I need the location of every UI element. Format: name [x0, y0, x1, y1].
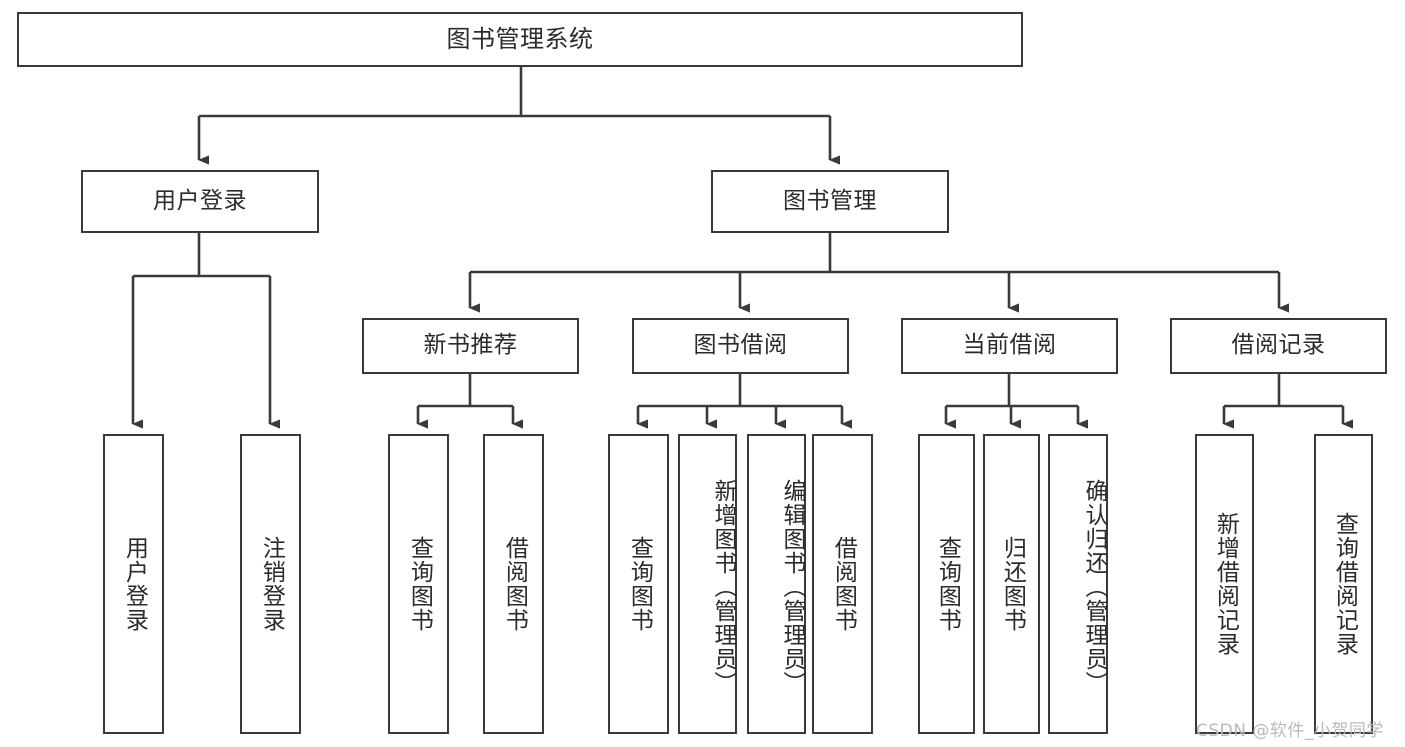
- node-leaf-query-book-borrow[interactable]: 查询图书: [608, 434, 669, 734]
- node-label: 编辑图书（管理员）: [779, 479, 805, 695]
- node-leaf-return-book[interactable]: 归还图书: [983, 434, 1040, 734]
- node-leaf-add-book-admin[interactable]: 新增图书（管理员）: [678, 434, 737, 734]
- node-label: 借阅记录: [1231, 332, 1326, 359]
- node-leaf-edit-book-admin[interactable]: 编辑图书（管理员）: [747, 434, 806, 734]
- node-leaf-query-book-recommend[interactable]: 查询图书: [388, 434, 449, 734]
- node-label: 查询图书: [626, 536, 653, 632]
- node-label: 归还图书: [999, 536, 1026, 632]
- node-label: 新增借阅记录: [1212, 512, 1239, 656]
- node-current-borrow[interactable]: 当前借阅: [901, 318, 1118, 374]
- node-leaf-user-login[interactable]: 用户登录: [103, 434, 164, 734]
- node-label: 查询图书: [406, 536, 433, 632]
- node-label: 新增图书（管理员）: [710, 479, 736, 695]
- node-leaf-query-book-current[interactable]: 查询图书: [918, 434, 975, 734]
- node-label: 用户登录: [121, 536, 148, 632]
- node-label: 借阅图书: [501, 536, 528, 632]
- node-label: 图书借阅: [693, 332, 788, 359]
- node-label: 借阅图书: [830, 536, 857, 632]
- node-borrow-record[interactable]: 借阅记录: [1170, 318, 1387, 374]
- node-label: 图书管理: [783, 187, 877, 214]
- node-book-management[interactable]: 图书管理: [711, 170, 949, 233]
- node-leaf-add-borrow-record[interactable]: 新增借阅记录: [1195, 434, 1254, 734]
- node-leaf-confirm-return-admin[interactable]: 确认归还（管理员）: [1048, 434, 1108, 734]
- node-user-login[interactable]: 用户登录: [81, 170, 319, 233]
- node-leaf-logout[interactable]: 注销登录: [240, 434, 301, 734]
- node-label: 用户登录: [153, 187, 247, 214]
- node-label: 注销登录: [258, 536, 285, 632]
- node-leaf-borrow-book-recommend[interactable]: 借阅图书: [483, 434, 544, 734]
- node-label: 查询借阅记录: [1331, 512, 1358, 656]
- node-new-book-recommend[interactable]: 新书推荐: [362, 318, 579, 374]
- node-leaf-query-borrow-record[interactable]: 查询借阅记录: [1314, 434, 1373, 734]
- node-label: 当前借阅: [962, 332, 1057, 359]
- csdn-watermark: CSDN @软件_小贺同学: [1196, 721, 1384, 741]
- node-label: 新书推荐: [423, 332, 518, 359]
- node-root-label: 图书管理系统: [446, 25, 594, 54]
- node-book-borrow[interactable]: 图书借阅: [632, 318, 849, 374]
- node-label: 确认归还（管理员）: [1081, 479, 1107, 695]
- node-leaf-borrow-book[interactable]: 借阅图书: [812, 434, 873, 734]
- node-book-management-system[interactable]: 图书管理系统: [17, 12, 1023, 67]
- node-label: 查询图书: [934, 536, 961, 632]
